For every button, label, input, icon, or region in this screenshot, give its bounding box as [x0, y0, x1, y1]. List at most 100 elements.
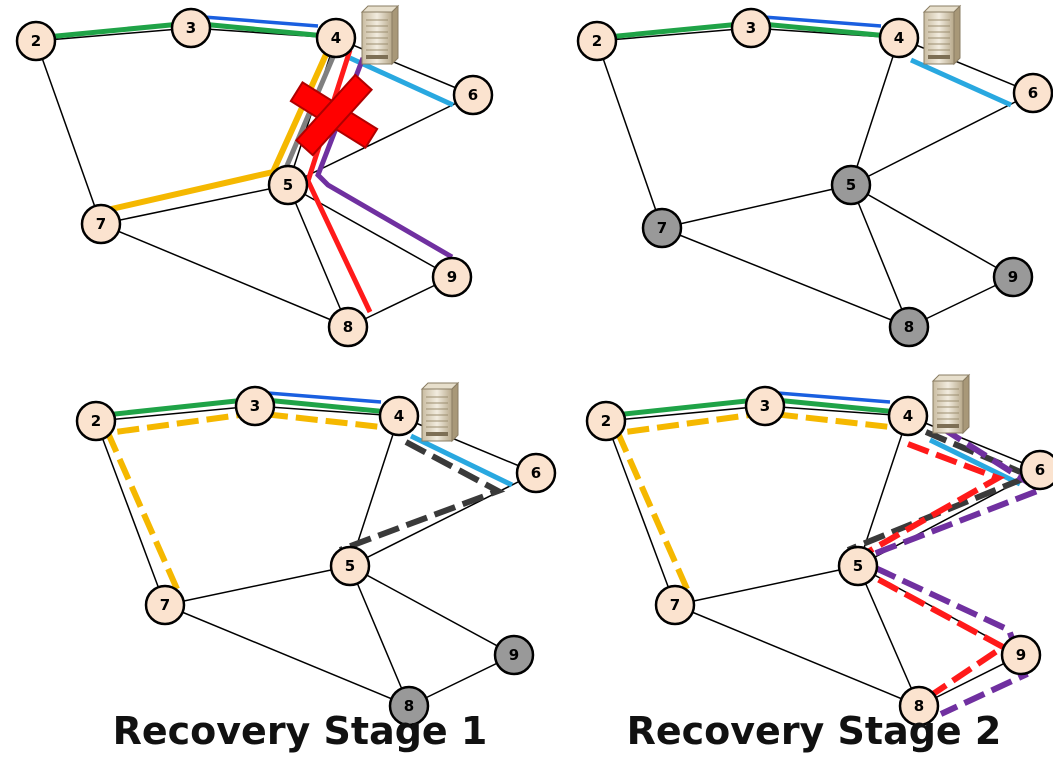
flow-blue — [190, 14, 319, 28]
flow-green — [95, 396, 256, 419]
node-circle — [144, 584, 186, 626]
node-circle — [431, 256, 473, 298]
link-5-8 — [850, 184, 910, 328]
node-circle — [267, 164, 309, 206]
flow-cyan — [928, 437, 1022, 487]
node-label: 2 — [91, 412, 101, 430]
node-3: 3 — [234, 385, 276, 427]
link-5-9 — [850, 184, 1014, 278]
node-label: 3 — [760, 397, 770, 415]
node-label: 2 — [601, 412, 611, 430]
flow-cyan — [409, 433, 514, 488]
link-4-6 — [335, 37, 474, 96]
link-7-5 — [100, 184, 289, 225]
node-label: 6 — [468, 86, 478, 104]
node-circle — [654, 584, 696, 626]
node-label: 9 — [447, 268, 457, 286]
node-circle — [887, 395, 929, 437]
node-4: 4 — [878, 17, 920, 59]
node-3: 3 — [744, 385, 786, 427]
node-circle — [515, 452, 557, 494]
node-circle — [878, 17, 920, 59]
flow-green — [764, 396, 909, 416]
flow-green — [750, 20, 900, 40]
node-7: 7 — [641, 207, 683, 249]
node-label: 2 — [31, 32, 41, 50]
link-2-3 — [605, 405, 766, 422]
node-label: 8 — [404, 697, 414, 715]
node-label: 4 — [394, 407, 404, 425]
node-label: 4 — [331, 29, 341, 47]
link-5-9 — [287, 184, 453, 278]
link-7-8 — [661, 227, 910, 328]
flow-yellow-rerouted — [103, 409, 382, 591]
node-5: 5 — [267, 164, 309, 206]
link-2-3 — [95, 405, 256, 422]
node-circle — [1012, 72, 1053, 114]
node-8: 8 — [388, 685, 430, 727]
node-label: 9 — [1008, 268, 1018, 286]
node-label: 6 — [1035, 461, 1045, 479]
node-6: 6 — [1019, 449, 1053, 491]
flows — [596, 14, 1013, 108]
node-label: 7 — [96, 215, 106, 233]
link-2-3 — [596, 27, 752, 42]
node-circle — [388, 685, 430, 727]
node-5: 5 — [830, 164, 872, 206]
link-3-4 — [254, 405, 400, 417]
node-5: 5 — [837, 545, 879, 587]
node-label: 5 — [345, 557, 355, 575]
flow-green — [254, 396, 400, 416]
node-6: 6 — [452, 74, 494, 116]
link-5-8 — [857, 565, 920, 707]
node-circle — [730, 7, 772, 49]
node-8: 8 — [898, 685, 940, 727]
node-3: 3 — [170, 7, 212, 49]
node-label: 8 — [914, 697, 924, 715]
link-4-6 — [898, 37, 1034, 94]
flow-green — [190, 20, 337, 40]
node-8: 8 — [327, 306, 369, 348]
flows — [95, 390, 514, 591]
flow-green — [596, 20, 752, 41]
node-label: 3 — [746, 19, 756, 37]
node-4: 4 — [378, 395, 420, 437]
node-circle — [888, 306, 930, 348]
node-circle — [837, 545, 879, 587]
node-label: 6 — [1028, 84, 1038, 102]
link-7-8 — [674, 604, 920, 707]
flow-cyan — [348, 55, 455, 108]
flow-red — [305, 49, 373, 314]
node-label: 7 — [670, 596, 680, 614]
link-7-5 — [164, 565, 351, 606]
node-label: 8 — [904, 318, 914, 336]
link-7-8 — [164, 604, 410, 707]
link-2-3 — [35, 27, 192, 42]
node-4: 4 — [887, 395, 929, 437]
node-label: 5 — [283, 176, 293, 194]
node-label: 4 — [894, 29, 904, 47]
node-circle — [992, 256, 1034, 298]
link-5-6 — [349, 472, 537, 567]
node-circle — [80, 203, 122, 245]
node-5: 5 — [329, 545, 371, 587]
link-2-7 — [596, 40, 663, 229]
link-4-5 — [850, 37, 900, 186]
flow-dark-rerouted — [846, 429, 1038, 553]
node-9: 9 — [431, 256, 473, 298]
node-label: 7 — [160, 596, 170, 614]
node-circle — [830, 164, 872, 206]
link-7-8 — [100, 223, 349, 328]
node-circle — [1000, 634, 1042, 676]
flow-blue — [254, 390, 382, 404]
node-2: 2 — [576, 20, 618, 62]
node-circle — [15, 20, 57, 62]
server-icon — [420, 381, 460, 443]
panel-failure: 2 3 4 5 6 7 8 9 — [15, 4, 494, 348]
server-icon — [922, 4, 962, 66]
node-9: 9 — [493, 634, 535, 676]
node-8: 8 — [888, 306, 930, 348]
link-5-8 — [349, 565, 410, 707]
